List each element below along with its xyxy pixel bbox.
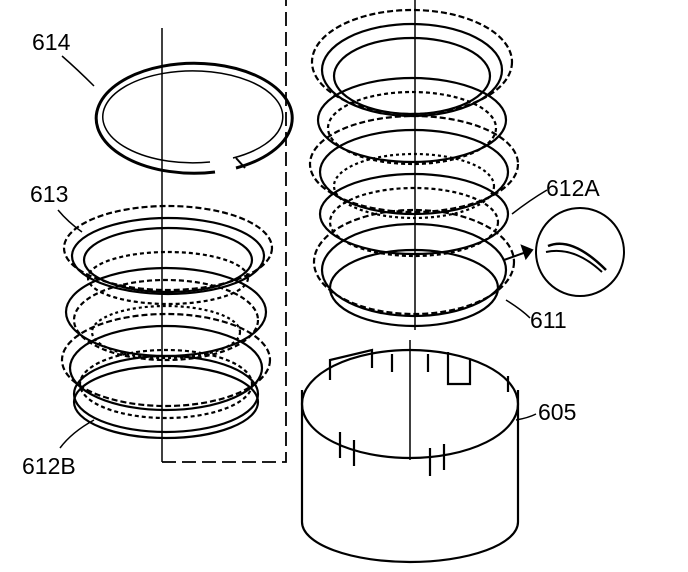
detail-callout [503,207,625,297]
leader-614 [61,55,95,87]
right-plate-3 [308,114,520,220]
label-612b: 612B [22,453,76,479]
leader-613 [57,209,83,233]
leader-612a [511,189,548,215]
right-plate-4 [318,172,510,258]
label-611: 611 [530,307,567,333]
label-605: 605 [538,399,576,425]
snap-ring-614 [94,61,294,175]
label-612a: 612A [546,175,600,201]
leader-lines [57,55,548,449]
label-613: 613 [30,181,68,207]
leader-612b [59,419,95,449]
housing-605 [300,340,520,564]
leader-611 [505,299,531,319]
right-plate-2 [316,76,508,166]
left-plate-stack [60,204,274,440]
left-plate-lower [60,312,272,420]
leader-605 [515,413,537,421]
right-plate-5 [312,208,516,328]
dashed-connector [162,0,287,463]
left-plate-top [62,204,274,306]
right-plate-1 [310,8,514,118]
right-plate-stack [308,8,520,328]
left-plate-bottom-612b [72,354,260,440]
label-614: 614 [32,29,71,55]
